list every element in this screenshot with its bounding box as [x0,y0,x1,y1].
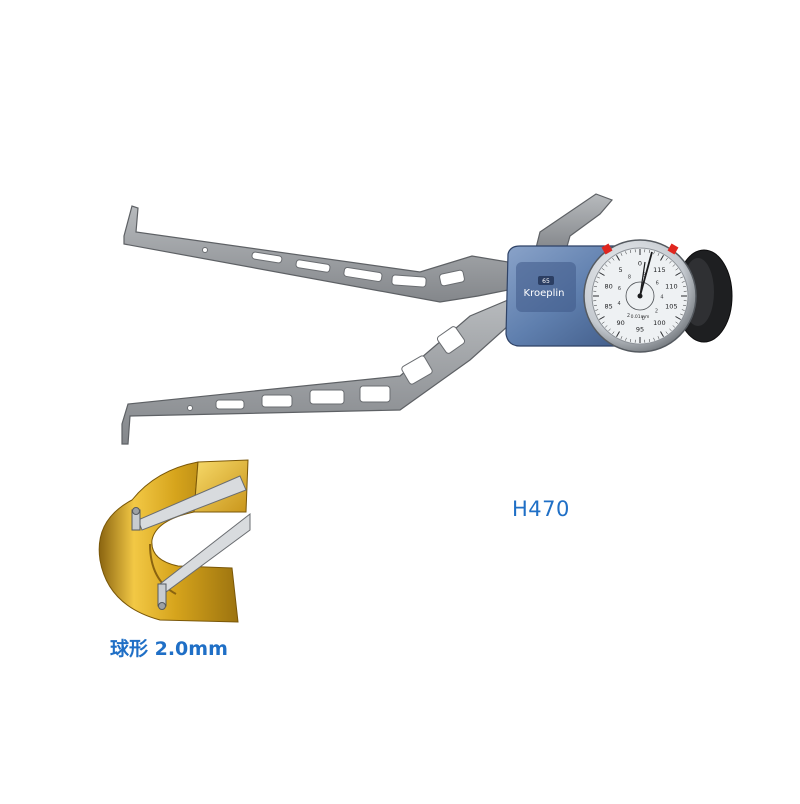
dial-outer-number: 0 [638,260,642,268]
brand-label: Kroeplin [524,288,565,299]
dial-inner-number: 2 [655,309,658,315]
model-number: H470 [512,497,570,521]
dial-outer-number: 80 [604,282,612,290]
dial-outer-number: 95 [636,326,644,334]
dial-inner-number: 4 [660,295,663,301]
brand-badge: 65 [542,278,550,285]
dial-inner-number: 6 [618,286,621,292]
lower-arm [122,300,508,444]
tip-specification: 球形 2.0mm [110,634,228,661]
release-lever [536,194,612,250]
dial-inner-number: 4 [618,301,621,307]
dial-outer-number: 105 [665,303,677,311]
dial-outer-number: 5 [619,266,623,274]
dial-outer-number: 110 [665,282,677,290]
dial-inner-number: 8 [628,275,631,281]
dial-outer-number: 100 [653,319,665,327]
dial-outer-number: 85 [604,303,612,311]
dial-outer-number: 115 [653,266,665,274]
tip-closeup [99,460,250,622]
upper-arm [124,206,508,302]
dial-outer-number: 90 [616,319,624,327]
dial-inner-number: 6 [656,280,659,286]
dial-resolution: 0.01mm [631,314,650,320]
